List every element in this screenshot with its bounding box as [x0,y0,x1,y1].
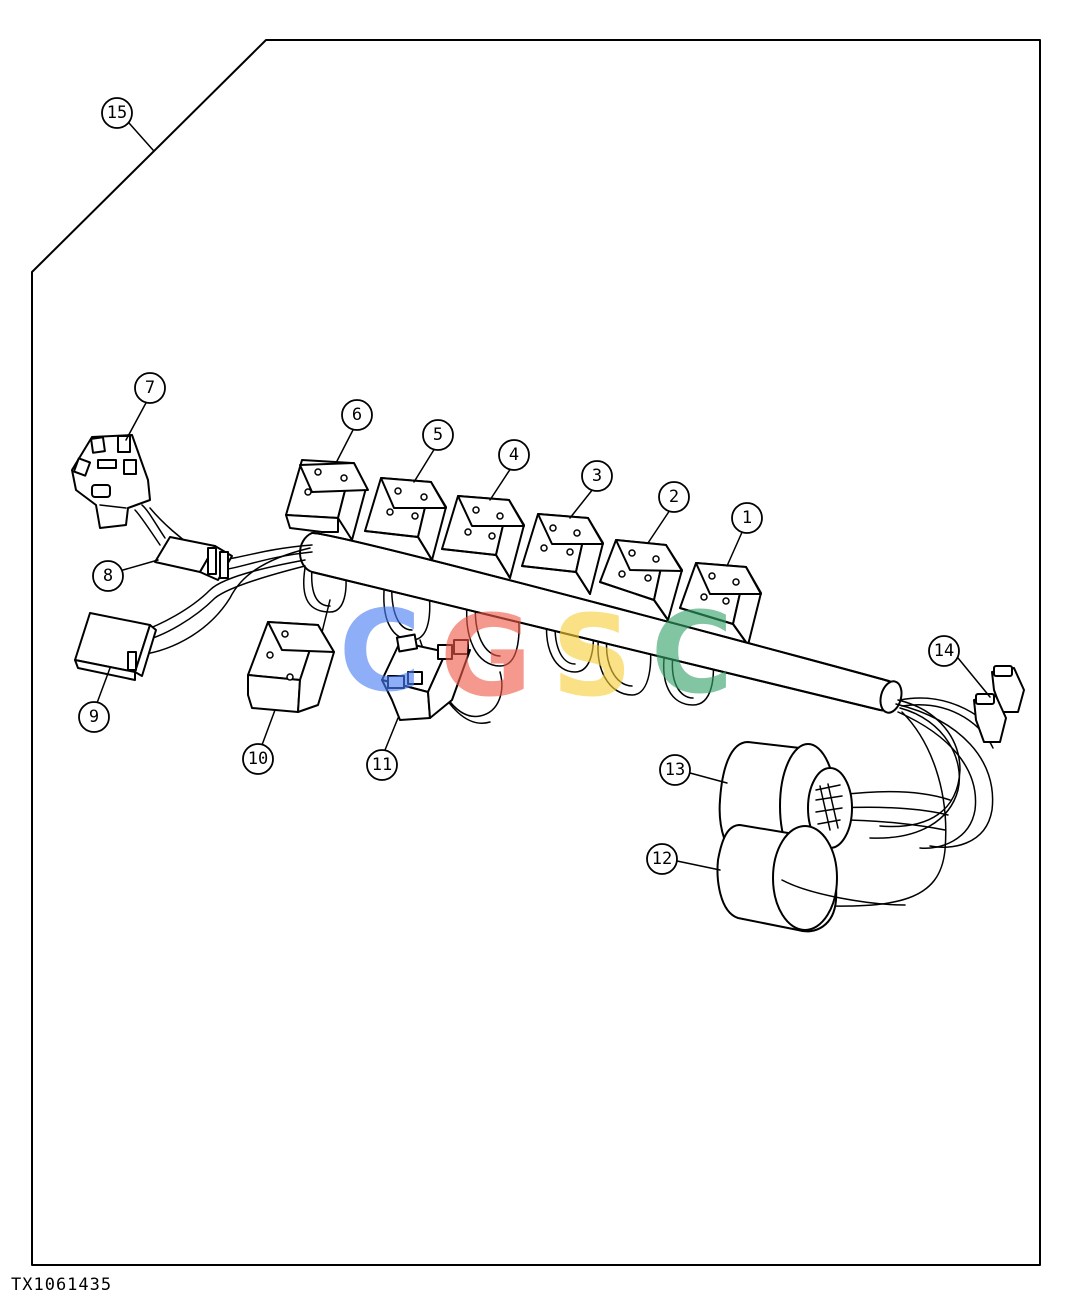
callout-3: 3 [581,460,613,492]
callout-1: 1 [731,502,763,534]
callout-8: 8 [92,560,124,592]
main-harness-tube [299,531,903,714]
callout-12: 12 [646,843,678,875]
connector-7 [71,434,151,529]
callout-15: 15 [101,97,133,129]
svg-text:1: 1 [742,508,752,528]
svg-text:10: 10 [248,749,268,769]
svg-text:5: 5 [433,425,443,445]
callout-2: 2 [658,481,690,513]
watermark-letter-4: C [651,589,733,719]
watermark-letter-1: C [339,587,421,717]
callout-14: 14 [928,635,960,667]
relay-4 [441,495,525,579]
leader-lines [96,400,991,871]
svg-text:8: 8 [103,566,113,586]
svg-text:9: 9 [89,707,99,727]
connector-11 [381,633,471,721]
figure-frame [31,39,1041,1266]
watermark: C G S C [339,587,733,722]
svg-text:6: 6 [352,405,362,425]
callouts: 1 2 3 4 5 6 7 8 9 10 11 12 13 14 15 [78,97,960,875]
watermark-letter-2: G [440,592,532,722]
figure-id: TX1061435 [11,1275,113,1295]
svg-text:4: 4 [509,445,519,465]
svg-text:15: 15 [107,103,127,123]
relay-10 [247,621,335,713]
relay-6 [285,459,369,541]
callout-4: 4 [498,439,530,471]
connector-14 [973,665,1025,743]
svg-text:11: 11 [372,755,392,775]
connector-12 [716,824,906,933]
callout-10: 10 [242,743,274,775]
svg-text:3: 3 [592,466,602,486]
connector-9 [74,612,157,681]
svg-text:12: 12 [652,849,672,869]
connector-8 [154,536,233,581]
watermark-letter-3: S [552,592,633,722]
svg-text:7: 7 [145,378,155,398]
callout-7: 7 [134,372,166,404]
callout-11: 11 [366,749,398,781]
svg-text:14: 14 [934,641,954,661]
callout-9: 9 [78,701,110,733]
relay-2 [599,539,683,621]
relay-1 [679,562,762,646]
svg-text:13: 13 [665,760,685,780]
callout-6: 6 [341,399,373,431]
callout-13: 13 [659,754,691,786]
callout-5: 5 [422,419,454,451]
relay-3 [521,513,604,595]
svg-text:2: 2 [669,487,679,507]
